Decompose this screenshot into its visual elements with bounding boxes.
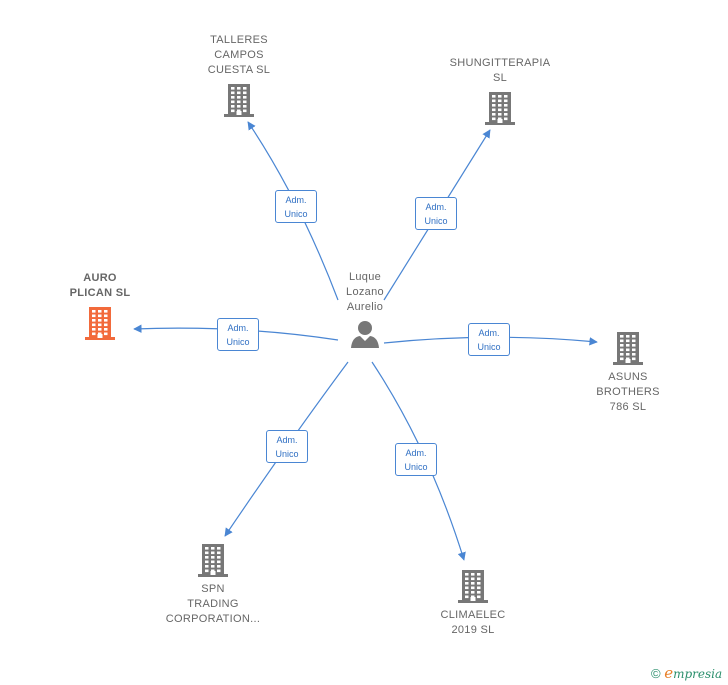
building-graphic [198, 544, 228, 577]
relation-badge-spn[interactable]: Adm. Unico [266, 430, 308, 463]
relation-role: Adm. [227, 323, 249, 333]
relation-badge-shungitterapia[interactable]: Adm. Unico [415, 197, 457, 230]
person-icon [349, 319, 381, 349]
center-person-node[interactable]: Luque Lozano Aurelio [325, 270, 405, 349]
relation-type: Unico [284, 209, 308, 219]
node-spn[interactable]: SPN TRADING CORPORATION... [160, 542, 266, 627]
building-graphic [613, 332, 643, 365]
copyright-icon: © [651, 666, 661, 681]
node-auro[interactable]: AURO PLICAN SL [54, 271, 146, 341]
building-graphic [85, 307, 115, 340]
relation-role: Adm. [285, 195, 307, 205]
node-shungitterapia-label: SHUNGITTERAPIA SL [449, 57, 551, 84]
node-auro-label: AURO PLICAN SL [69, 272, 131, 299]
node-asuns[interactable]: ASUNS BROTHERS 786 SL [586, 330, 670, 415]
node-asuns-label: ASUNS BROTHERS 786 SL [596, 371, 660, 413]
relation-badge-climaelec[interactable]: Adm. Unico [395, 443, 437, 476]
building-graphic [485, 92, 515, 125]
node-talleres-label: TALLERES CAMPOS CUESTA SL [207, 34, 271, 76]
relation-role: Adm. [478, 328, 500, 338]
building-icon [83, 305, 117, 341]
building-icon [483, 90, 517, 126]
relation-badge-talleres[interactable]: Adm. Unico [275, 190, 317, 223]
relation-type: Unico [404, 462, 428, 472]
relation-badge-auro[interactable]: Adm. Unico [217, 318, 259, 351]
building-icon [456, 568, 490, 604]
node-spn-label: SPN TRADING CORPORATION... [165, 583, 261, 625]
node-climaelec[interactable]: CLIMAELEC 2019 SL [428, 568, 518, 638]
relation-role: Adm. [405, 448, 427, 458]
center-person-label: Luque Lozano Aurelio [346, 271, 384, 313]
node-talleres[interactable]: TALLERES CAMPOS CUESTA SL [194, 33, 284, 118]
building-icon [222, 82, 256, 118]
building-icon [611, 330, 645, 366]
node-climaelec-label: CLIMAELEC 2019 SL [440, 609, 506, 636]
relation-role: Adm. [276, 435, 298, 445]
brand-logo: empresia [664, 664, 723, 682]
footer-brand[interactable]: © empresia [651, 664, 722, 682]
relation-type: Unico [424, 216, 448, 226]
relation-type: Unico [477, 342, 501, 352]
node-shungitterapia[interactable]: SHUNGITTERAPIA SL [444, 56, 556, 126]
building-svg-talleres [224, 84, 254, 117]
building-graphic [458, 570, 488, 603]
relation-badge-asuns[interactable]: Adm. Unico [468, 323, 510, 356]
relation-type: Unico [275, 449, 299, 459]
relation-type: Unico [226, 337, 250, 347]
building-icon [196, 542, 230, 578]
relation-role: Adm. [425, 202, 447, 212]
